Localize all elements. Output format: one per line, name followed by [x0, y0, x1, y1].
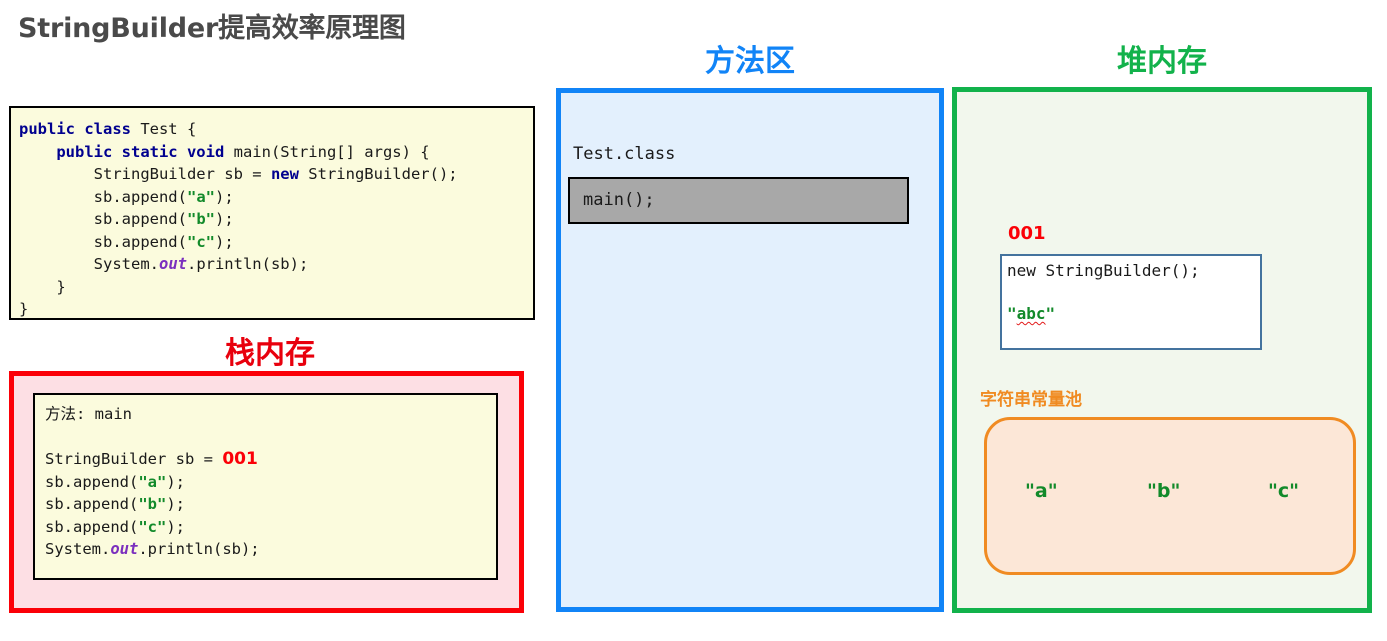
- code-token: sb.append(: [19, 210, 187, 228]
- heap-memory-panel: 001 new StringBuilder(); "abc" 字符串常量池 "a…: [952, 87, 1372, 613]
- heap-object-address: 001: [1008, 223, 1046, 244]
- code-line: [45, 426, 496, 449]
- open-quote: ": [1007, 304, 1017, 323]
- string-pool-box: "a" "b" "c": [984, 417, 1356, 575]
- code-line: public static void main(String[] args) {: [19, 141, 533, 164]
- class-name-label: Test.class: [573, 144, 676, 164]
- heap-object-value: "abc": [1002, 280, 1260, 323]
- stack-memory-heading: 栈内存: [225, 336, 315, 371]
- code-line: }: [19, 276, 533, 299]
- code-token: );: [166, 472, 185, 491]
- code-token: sb.append(: [45, 517, 139, 536]
- code-line: sb.append("b");: [45, 493, 496, 516]
- code-line: sb.append("c");: [19, 231, 533, 254]
- code-token: "a": [186, 187, 215, 206]
- code-token: "a": [138, 472, 167, 491]
- code-token: );: [214, 187, 234, 206]
- code-token: );: [214, 232, 234, 251]
- code-token: );: [166, 517, 185, 536]
- code-token: System.: [45, 540, 111, 558]
- code-token: new: [270, 165, 299, 183]
- string-pool-label: 字符串常量池: [980, 390, 1082, 410]
- code-line: public class Test {: [19, 118, 533, 141]
- page-title: StringBuilder提高效率原理图: [18, 13, 406, 44]
- code-token: .println(sb);: [138, 540, 260, 558]
- code-token: }: [19, 277, 66, 296]
- source-code-body: public class Test { public static void m…: [11, 108, 533, 321]
- code-token: Test {: [130, 120, 197, 138]
- code-line: }: [19, 298, 533, 321]
- code-token: main(String[] args) {: [224, 142, 430, 161]
- code-token: sb.append(: [19, 232, 187, 251]
- code-line: System.out.println(sb);: [45, 538, 496, 561]
- code-line: System.out.println(sb);: [19, 253, 533, 276]
- code-token: sb.append(: [45, 495, 139, 513]
- string-pool-entry: "c": [1268, 480, 1300, 502]
- method-area-heading: 方法区: [705, 44, 795, 79]
- heap-object-value-text: abc: [1016, 304, 1046, 323]
- close-quote: ": [1045, 304, 1056, 323]
- code-token: out: [110, 540, 139, 558]
- code-token: [19, 143, 56, 161]
- code-token: 方法: main: [45, 405, 132, 423]
- heap-object-constructor: new StringBuilder();: [1007, 261, 1200, 280]
- code-token: StringBuilder();: [298, 165, 458, 183]
- code-token: "b": [138, 495, 167, 513]
- code-token: sb.append(: [19, 187, 187, 206]
- code-line: StringBuilder sb = 001: [45, 448, 496, 471]
- code-line: sb.append("b");: [19, 208, 533, 231]
- code-token: );: [166, 495, 185, 513]
- string-pool-entry: "b": [1147, 480, 1181, 502]
- code-token: sb.append(: [45, 472, 139, 491]
- code-token: 001: [222, 449, 258, 469]
- code-token: System.: [19, 255, 159, 273]
- code-token: "c": [138, 517, 167, 536]
- code-token: "c": [186, 232, 215, 251]
- method-slot-label: main();: [583, 190, 655, 210]
- code-token: StringBuilder sb =: [45, 450, 223, 468]
- code-token: .println(sb);: [186, 255, 309, 273]
- code-token: StringBuilder sb =: [19, 165, 271, 183]
- code-line: sb.append("a");: [19, 186, 533, 209]
- code-token: public static void: [56, 142, 225, 161]
- code-token: "b": [186, 210, 215, 228]
- java-source-code-panel: public class Test { public static void m…: [9, 106, 535, 320]
- code-token: public class: [19, 120, 131, 138]
- code-line: sb.append("c");: [45, 516, 496, 539]
- method-area-panel: Test.class main();: [556, 88, 944, 612]
- code-line: StringBuilder sb = new StringBuilder();: [19, 163, 533, 186]
- method-slot-box: main();: [568, 177, 909, 224]
- heap-memory-heading: 堆内存: [1117, 44, 1207, 79]
- heap-object-box: new StringBuilder(); "abc": [1000, 254, 1262, 350]
- code-token: }: [19, 300, 29, 318]
- string-pool-entry: "a": [1025, 480, 1058, 502]
- code-token: );: [214, 210, 234, 228]
- code-line: 方法: main: [45, 403, 496, 426]
- code-token: out: [158, 255, 187, 273]
- code-line: sb.append("a");: [45, 471, 496, 494]
